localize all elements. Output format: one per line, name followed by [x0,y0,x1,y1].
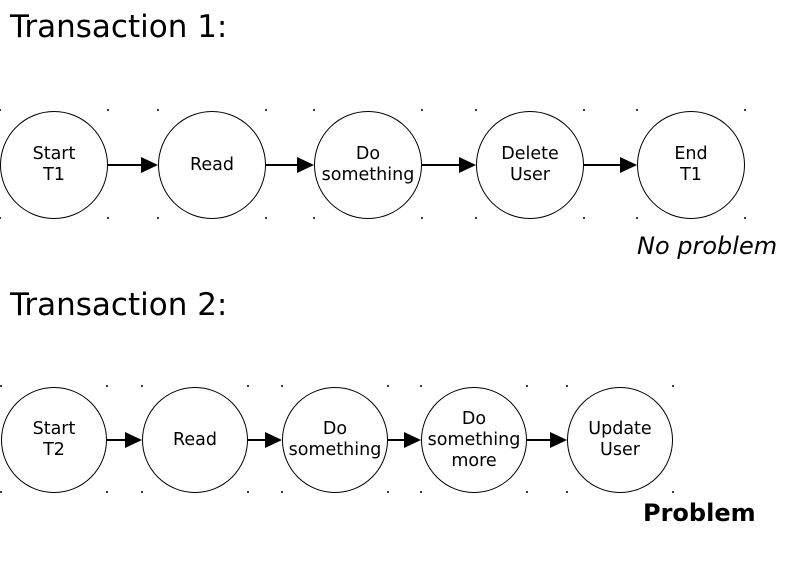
arrow-shaft [266,164,300,166]
grid-dot [526,491,528,493]
arrowhead-icon [141,157,158,173]
grid-dot [583,109,585,111]
flow-arrow [108,157,158,173]
arrowhead-icon [297,157,314,173]
grid-dot [265,109,267,111]
arrow-shaft [527,439,553,441]
node-t1-delete-user: Delete User [476,111,584,219]
grid-dot [0,385,2,387]
transaction-1-title: Transaction 1: [10,9,228,45]
grid-dot [421,109,423,111]
grid-dot [0,217,1,219]
flow-arrow [584,157,637,173]
grid-dot [157,217,159,219]
flow-arrow [248,432,282,448]
grid-dot [106,385,108,387]
flow-arrow [266,157,314,173]
node-t1-delete-user-label: Delete User [501,144,559,185]
grid-dot [566,491,568,493]
arrowhead-icon [125,432,142,448]
grid-dot [387,385,389,387]
node-t2-do-something-label: Do something [288,419,382,460]
node-t1-start-label: Start T1 [32,144,76,185]
node-t1-read-label: Read [190,154,234,175]
grid-dot [281,385,283,387]
transaction-2-title: Transaction 2: [10,287,228,323]
arrow-shaft [422,164,462,166]
arrowhead-icon [404,432,421,448]
grid-dot [141,491,143,493]
grid-dot [420,385,422,387]
grid-dot [107,109,109,111]
node-t2-read: Read [142,387,248,493]
transaction-1-annotation: No problem [637,232,778,260]
grid-dot [107,217,109,219]
node-t2-start-label: Start T2 [32,419,76,460]
grid-dot [313,217,315,219]
grid-dot [106,491,108,493]
arrow-shaft [248,439,268,441]
grid-dot [566,385,568,387]
node-t2-start: Start T2 [1,387,107,493]
arrow-shaft [584,164,623,166]
grid-dot [421,217,423,219]
node-t2-do-something-more: Do something more [421,387,527,493]
grid-dot [157,109,159,111]
flow-arrow [388,432,421,448]
node-t2-update-user-label: Update User [588,419,652,460]
grid-dot [247,491,249,493]
grid-dot [387,491,389,493]
node-t1-end-label: End T1 [674,144,708,185]
grid-dot [526,385,528,387]
grid-dot [475,109,477,111]
node-t2-read-label: Read [173,429,217,450]
transaction-2-annotation: Problem [643,499,756,527]
node-t1-do-something: Do something [314,111,422,219]
grid-dot [672,491,674,493]
flow-arrow [422,157,476,173]
grid-dot [583,217,585,219]
arrow-shaft [388,439,407,441]
node-t2-do-something: Do something [282,387,388,493]
grid-dot [672,385,674,387]
flow-arrow [107,432,142,448]
grid-dot [744,109,746,111]
grid-dot [636,109,638,111]
grid-dot [0,491,2,493]
arrowhead-icon [459,157,476,173]
node-t1-do-something-label: Do something [321,144,415,185]
grid-dot [247,385,249,387]
arrowhead-icon [620,157,637,173]
arrowhead-icon [265,432,282,448]
arrow-shaft [107,439,128,441]
grid-dot [744,217,746,219]
node-t2-update-user: Update User [567,387,673,493]
grid-dot [475,217,477,219]
grid-dot [0,109,1,111]
grid-dot [420,491,422,493]
grid-dot [265,217,267,219]
flow-arrow [527,432,567,448]
grid-dot [141,385,143,387]
node-t1-end: End T1 [637,111,745,219]
node-t1-start: Start T1 [0,111,108,219]
grid-dot [281,491,283,493]
grid-dot [636,217,638,219]
node-t2-do-something-more-label: Do something more [427,408,521,471]
node-t1-read: Read [158,111,266,219]
arrow-shaft [108,164,144,166]
grid-dot [313,109,315,111]
arrowhead-icon [550,432,567,448]
